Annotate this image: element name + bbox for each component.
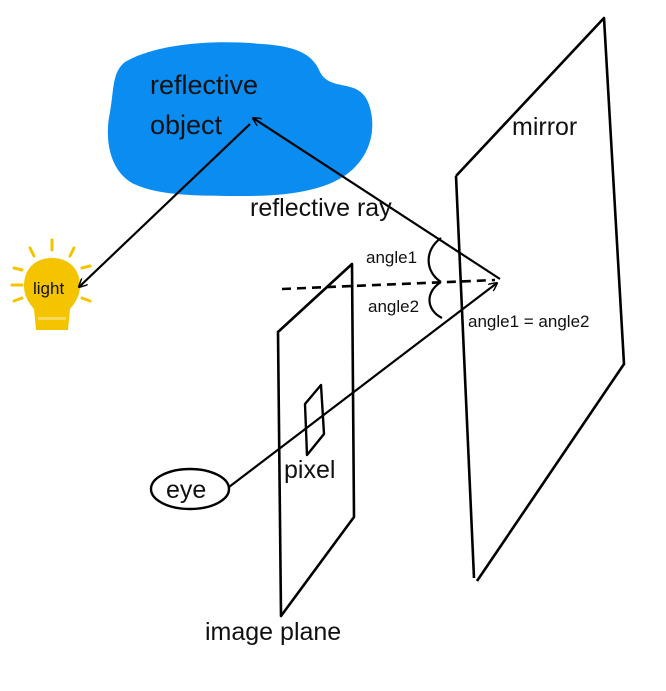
object-label-line2: object <box>150 110 223 140</box>
object-label-line1: reflective <box>150 70 258 100</box>
pixel-label: pixel <box>284 456 335 484</box>
reflective-ray-label: reflective ray <box>250 194 392 222</box>
light-label: light <box>33 279 64 298</box>
shadow-ray-arrow <box>79 123 251 287</box>
reflective-ray-arrow <box>253 118 501 280</box>
angle2-label: angle2 <box>368 297 419 316</box>
pixel-outline <box>303 383 326 457</box>
angle1-arc <box>427 237 442 283</box>
mirror-left-edge <box>454 175 476 579</box>
surface-normal-dashed <box>281 278 496 291</box>
reflective-object-shape <box>107 42 373 196</box>
angle-equality-label: angle1 = angle2 <box>468 312 589 331</box>
eye-ray-arrow <box>228 283 497 488</box>
angle1-label: angle1 <box>366 248 417 267</box>
mirror-outline <box>455 16 626 582</box>
image-plane-label: image plane <box>205 618 341 646</box>
eye-ellipse <box>149 467 231 511</box>
light-bulb-icon <box>10 238 92 330</box>
eye-label: eye <box>166 476 206 504</box>
mirror-label: mirror <box>512 113 577 141</box>
angle2-arc <box>428 281 443 319</box>
